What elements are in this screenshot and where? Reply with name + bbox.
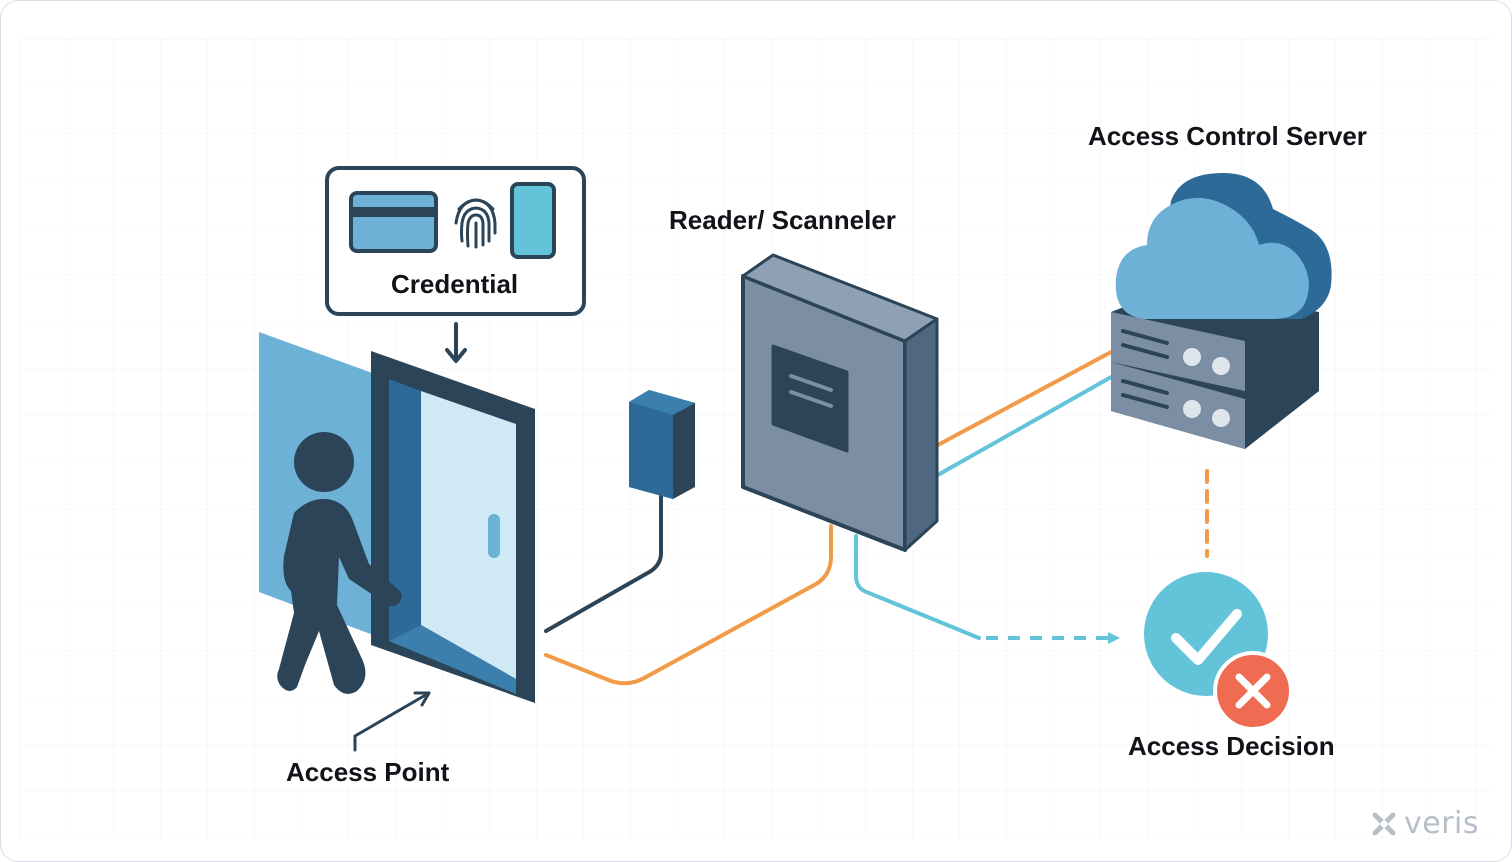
connector-reader-to-server-orange [934,349,1115,448]
person-icon [277,432,402,694]
server-stack [1111,287,1319,449]
credential-down-arrow [445,322,467,363]
reader-label: Reader/ Scanneler [669,205,896,235]
cloud-icon [1115,173,1332,319]
reader-device [741,253,939,552]
connector-door-to-reader [544,524,833,686]
access-point-label: Access Point [286,757,450,787]
connector-reader-to-server-blue [934,374,1115,478]
connector-door-to-power [544,494,663,633]
brand-logo: veris [1370,806,1479,841]
connector-reader-to-decision [854,534,1120,644]
reader-screen [771,344,849,453]
brand-name: veris [1403,806,1479,841]
decision-label: Access Decision [1128,731,1335,761]
veris-logo-icon [1372,812,1396,835]
phone-icon [510,182,556,259]
access-point-pointer-arrow [353,691,431,752]
card-icon [349,191,438,253]
credential-label: Credential [391,269,519,299]
server-label: Access Control Server [1088,121,1367,151]
credential-box [325,166,586,316]
power-adapter [629,390,695,499]
x-icon [1213,651,1293,731]
fingerprint-icon [454,198,497,249]
